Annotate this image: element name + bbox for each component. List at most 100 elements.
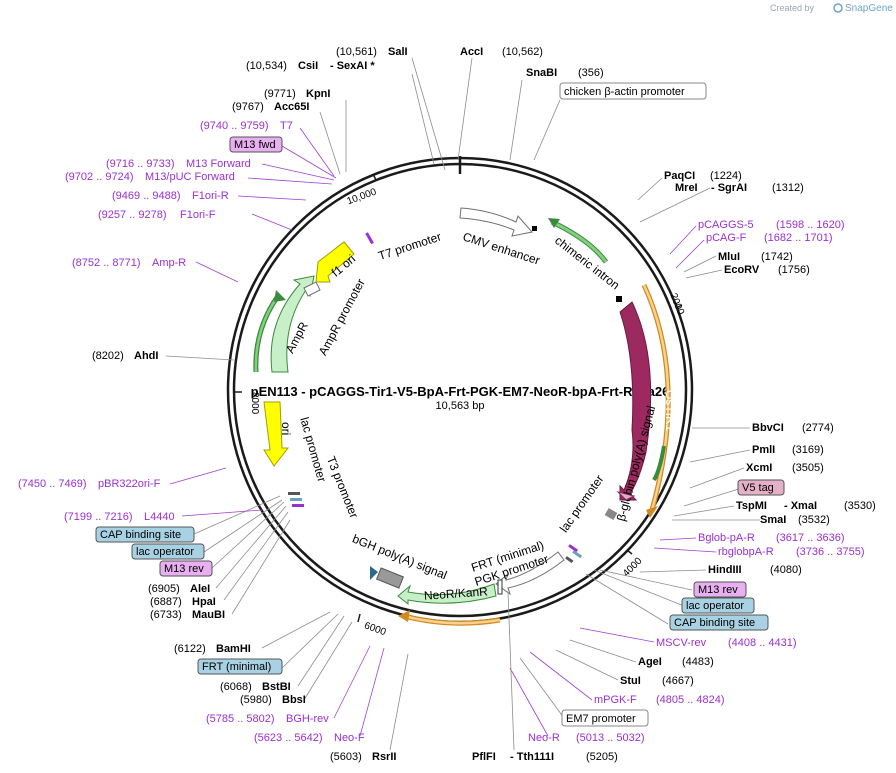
pbr322-primer-name[interactable]: pBR322ori-F [98, 478, 161, 490]
hpai-name[interactable]: HpaI [192, 596, 216, 608]
leader-mrei [639, 187, 711, 223]
pbr322-primer-range: (7450 .. 7469) [18, 478, 87, 490]
leader-paqci [637, 177, 663, 201]
lacop-left-box [131, 543, 205, 560]
pflfi-name[interactable]: PflFI [472, 751, 496, 763]
v5tag-box-text[interactable]: V5 tag [742, 482, 774, 494]
t7-primer-name[interactable]: T7 [280, 120, 293, 132]
xcmi-name[interactable]: XcmI [746, 462, 772, 474]
xmai-name[interactable]: - XmaI [784, 500, 817, 512]
acci-name[interactable]: AccI [460, 46, 483, 58]
neokan-arrow [397, 583, 497, 606]
mpgkf-primer-name[interactable]: mPGK-F [594, 694, 637, 706]
smai-name[interactable]: SmaI [760, 514, 786, 526]
leader-rsrii [389, 653, 409, 751]
rbglob-primer-range: (3736 .. 3755) [796, 546, 865, 558]
cap-left-text[interactable]: CAP binding site [100, 529, 181, 541]
pcaggs5-primer-range: (1598 .. 1620) [776, 219, 845, 231]
leader-m13fwd-box [281, 145, 337, 179]
orf-orange-right-inner [642, 284, 670, 511]
f1orif-primer-name[interactable]: F1ori-F [180, 209, 216, 221]
snabi-name[interactable]: SnaBI [526, 67, 557, 79]
leader-ahdi [165, 355, 235, 361]
leader-bstbi [297, 615, 345, 687]
leader-bamhi [261, 611, 331, 649]
m13fwd-primer-range: (9716 .. 9733) [106, 158, 175, 170]
leader-l4440 [181, 509, 263, 517]
leader-ecorv [685, 269, 723, 279]
csii-name[interactable]: CsiI [298, 60, 318, 72]
bstbi-name[interactable]: BstBI [262, 681, 291, 693]
bstbi-pos: (6068) [220, 681, 252, 693]
hindiii-name[interactable]: HindIII [708, 564, 742, 576]
sgrai-name[interactable]: - SgrAI [711, 182, 747, 194]
leader-m13fwd [261, 163, 335, 181]
stui-name[interactable]: StuI [620, 675, 641, 687]
smai-pos: (3532) [798, 514, 830, 526]
f1orif-primer-range: (9257 .. 9278) [98, 209, 167, 221]
paqci-name[interactable]: PaqCI [664, 170, 695, 182]
neor-primer-name[interactable]: Neo-R [528, 732, 560, 744]
ecorv-name[interactable]: EcoRV [724, 264, 760, 276]
frt-marker [497, 579, 503, 595]
v5-small-arrow [616, 491, 636, 501]
ahdi-name[interactable]: AhdI [134, 350, 158, 362]
l4440-primer-name[interactable]: L4440 [144, 511, 175, 523]
f1orir-primer-name[interactable]: F1ori-R [192, 190, 229, 202]
pmli-name[interactable]: PmlI [752, 444, 775, 456]
kpni-pos: (9771) [264, 88, 296, 100]
neof-primer-name[interactable]: Neo-F [334, 732, 365, 744]
ahdi-pos: (8202) [92, 350, 124, 362]
mlui-name[interactable]: MluI [718, 251, 740, 263]
alei-name[interactable]: AleI [190, 583, 210, 595]
m13rev-left-text[interactable]: M13 rev [164, 563, 204, 575]
tspmi-name[interactable]: TspMI [736, 500, 767, 512]
bamhi-name[interactable]: BamHI [216, 643, 251, 655]
rsrii-name[interactable]: RsrII [372, 751, 396, 763]
m13rev-right-text[interactable]: M13 rev [698, 584, 738, 596]
mscv-primer-name[interactable]: MSCV-rev [656, 637, 707, 649]
ampr-promoter-arrow [303, 281, 321, 297]
em7-text[interactable]: EM7 promoter [566, 713, 636, 725]
leader-em7 [519, 657, 565, 719]
bgh-label: bGH poly(A) signal [350, 532, 449, 583]
ampr-primer-range: (8752 .. 8771) [72, 257, 141, 269]
bbsi-name[interactable]: BbsI [282, 694, 306, 706]
bglob-primer-range: (3617 .. 3636) [776, 532, 845, 544]
m13rev-left-box [159, 560, 213, 577]
leader-csii [411, 73, 435, 165]
t7-bar [365, 232, 374, 245]
m13fwd-box-text[interactable]: M13 fwd [234, 139, 276, 151]
bglob-primer-name[interactable]: Bglob-pA-R [698, 532, 755, 544]
leader-stui [555, 649, 619, 681]
lacop-left-text[interactable]: lac operator [136, 546, 194, 558]
tick-label-10000: 10,000 [345, 186, 378, 207]
tick-4000 [626, 549, 633, 555]
maubi-name[interactable]: MauBI [192, 609, 225, 621]
m13fwd-primer-name[interactable]: M13 Forward [186, 158, 251, 170]
chicken-box-text[interactable]: chicken β-actin promoter [564, 86, 685, 98]
pcagf-primer-name[interactable]: pCAG-F [706, 232, 747, 244]
mpgkf-primer-range: (4805 .. 4824) [656, 694, 725, 706]
mrei-name[interactable]: MreI [675, 182, 698, 194]
agei-name[interactable]: AgeI [638, 656, 662, 668]
bghrev-primer-name[interactable]: BGH-rev [286, 713, 329, 725]
bbvci-name[interactable]: BbvCI [752, 422, 784, 434]
ampr-primer-name[interactable]: Amp-R [152, 257, 186, 269]
bbsi-pos: (5980) [240, 694, 272, 706]
cap-right-text[interactable]: CAP binding site [674, 617, 755, 629]
rbglob-primer-name[interactable]: rbglobpA-R [718, 546, 774, 558]
pcaggs5-primer-name[interactable]: pCAGGS-5 [698, 219, 754, 231]
leader-m13rev-l [211, 501, 285, 569]
sali-pos: (10,561) [336, 46, 377, 58]
tth111i-name[interactable]: - Tth111I [510, 751, 554, 763]
sali-name[interactable]: SalI [388, 46, 408, 58]
cag-marker [532, 226, 537, 231]
sexai-name[interactable]: - SexAI * [330, 60, 375, 72]
bgh-block [375, 567, 405, 589]
acc65i-name[interactable]: Acc65I [274, 101, 309, 113]
m13puc-primer-name[interactable]: M13/pUC Forward [145, 171, 235, 183]
lacop-right-text[interactable]: lac operator [686, 600, 744, 612]
kpni-name[interactable]: KpnI [306, 88, 330, 100]
frt-minimal-text[interactable]: FRT (minimal) [202, 661, 271, 673]
